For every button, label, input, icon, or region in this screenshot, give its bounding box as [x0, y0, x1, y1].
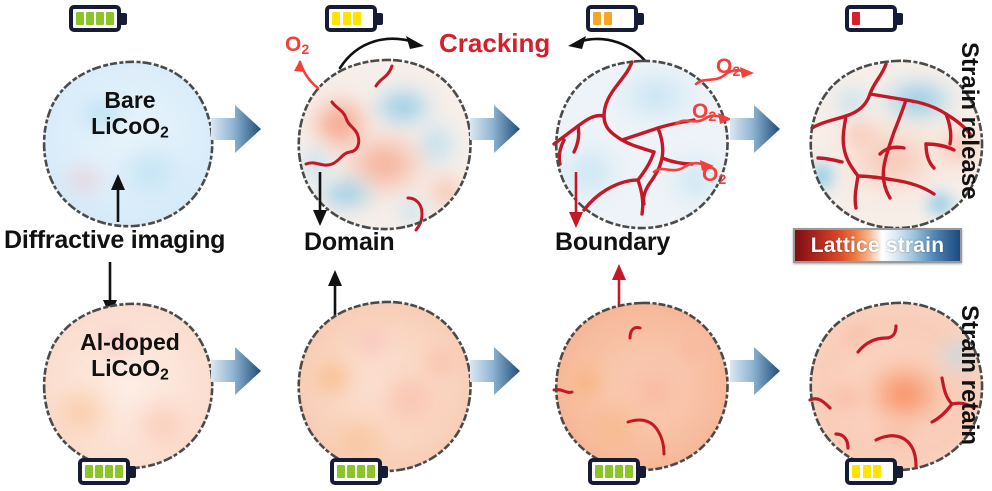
o2-arrow-bare-stage3-2 — [672, 106, 742, 139]
battery-bare-stage-3 — [586, 5, 644, 32]
particle-bare-pristine — [32, 52, 228, 238]
lattice-strain-colorbar: Lattice strain — [793, 228, 962, 263]
particle-label-line1: Al-doped — [80, 329, 180, 355]
battery-cap — [896, 12, 903, 25]
stage-arrow-aldoped-1-2 — [205, 340, 267, 407]
o2-arrow-bare-stage2 — [280, 48, 326, 99]
side-label-strain-retain: Strain retain — [956, 305, 983, 446]
battery-bare-stage-1 — [69, 5, 127, 32]
battery-cap — [381, 465, 388, 478]
particle-label-sub: 2 — [160, 366, 169, 384]
battery-cap — [637, 12, 644, 25]
battery-aldoped-stage-4 — [845, 458, 903, 485]
o2-label-bare-stage2: O2 — [285, 33, 310, 59]
diffractive-imaging-arrow — [108, 172, 128, 229]
stage-arrow-bare-3-4 — [724, 98, 786, 165]
o2-arrow-bare-stage3-1 — [692, 62, 762, 95]
domain-arrow-up — [310, 172, 330, 233]
stage-arrow-bare-1-2 — [205, 98, 267, 165]
cracking-label: Cracking — [439, 28, 551, 58]
stage-arrow-aldoped-3-4 — [724, 340, 786, 407]
particle-aldoped-stage2 — [288, 294, 484, 480]
stage-arrow-bare-2-3 — [464, 98, 526, 165]
particle-bare-released — [800, 52, 992, 238]
battery-aldoped-stage-1 — [78, 458, 136, 485]
domain-label: Domain — [304, 228, 395, 256]
diffractive-imaging-label: Diffractive imaging — [4, 226, 226, 254]
particle-aldoped-retained — [800, 294, 992, 480]
stage-arrow-aldoped-2-3 — [464, 340, 526, 407]
particle-bare-cracked — [546, 52, 742, 238]
o2-label-bare-stage3-3: O2 — [702, 163, 727, 189]
battery-bare-stage-4 — [845, 5, 903, 32]
domain-arrow-down — [325, 268, 345, 327]
battery-cap — [129, 465, 136, 478]
boundary-arrow-up — [566, 172, 586, 235]
o2-label-bare-stage3-2: O2 — [692, 100, 717, 126]
particle-label-line1: Bare — [104, 87, 156, 113]
particle-aldoped-pristine — [32, 294, 228, 480]
o2-label-bare-stage3-1: O2 — [716, 55, 741, 81]
particle-aldoped-stage3 — [546, 294, 742, 480]
particle-label-bare: Bare LiCoO2 — [62, 87, 198, 142]
particle-bare-domains — [288, 52, 484, 238]
battery-bare-stage-2 — [325, 5, 383, 32]
particle-label-line2: LiCoO — [91, 354, 161, 381]
colorbar-label: Lattice strain — [810, 233, 945, 257]
battery-aldoped-stage-3 — [588, 458, 646, 485]
battery-cap — [376, 12, 383, 25]
battery-cap — [120, 12, 127, 25]
particle-label-line2: LiCoO — [91, 112, 161, 139]
battery-cap — [639, 465, 646, 478]
battery-cap — [896, 465, 903, 478]
o2-arrow-bare-stage3-3 — [650, 152, 726, 187]
particle-label-aldoped: Al-doped LiCoO2 — [52, 329, 208, 384]
side-label-strain-release: Strain release — [956, 42, 983, 200]
cracking-arrow-left — [336, 30, 434, 77]
boundary-label: Boundary — [555, 228, 671, 256]
particle-label-sub: 2 — [160, 124, 169, 142]
battery-aldoped-stage-2 — [330, 458, 388, 485]
